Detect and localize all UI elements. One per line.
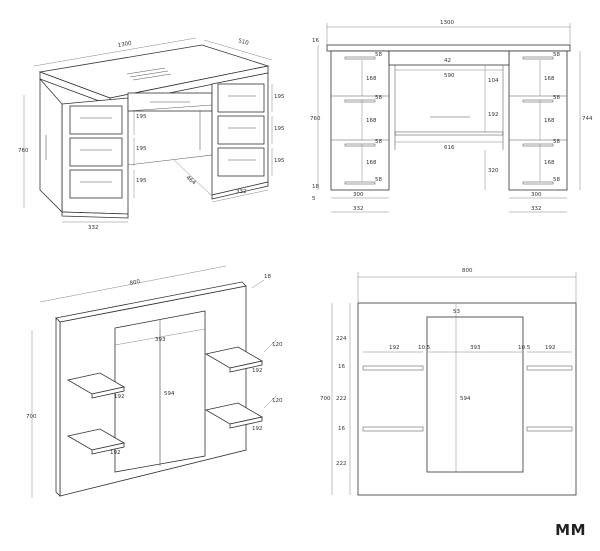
desk-front-handle-8: 58 [553,177,560,183]
desk-front-drawer-h-2: 168 [366,118,377,124]
shelf-front-width-label: 800 [462,268,473,274]
shelf-iso-shelf-depth-2: 120 [272,398,283,404]
desk-front-handle-1: 58 [375,52,382,58]
desk-iso-foot-width-label-2: 332 [236,189,247,195]
desk-front-drawer-h-1: 168 [366,76,377,82]
desk-iso-drawer-label-5: 195 [274,126,285,132]
desk-front-height-left-label: 760 [310,116,321,122]
desk-iso-drawer-label-3: 195 [136,178,147,184]
desk-front-ped-inner-right: 300 [531,192,542,198]
shelf-front-mid-label: 222 [336,396,347,402]
desk-front-top-thickness-label: 16 [312,38,319,44]
desk-front-handle-6: 58 [553,95,560,101]
shelf-iso-shelf-depth-1: 120 [272,342,283,348]
desk-iso-height-label: 760 [18,148,29,154]
shelf-iso-shelf-width-2: 192 [110,450,121,456]
desk-iso-drawer-label-1: 195 [136,114,147,120]
desk-front-ped-outer-right: 332 [531,206,542,212]
desk-isometric-view: 1300 510 760 195 195 195 195 195 195 332… [18,37,285,231]
desk-front-handle-3: 58 [375,139,382,145]
desk-front-knee-height-label: 320 [488,168,499,174]
desk-iso-foot-depth-label: 464 [185,175,197,187]
shelf-iso-width-label: 800 [129,279,141,287]
shelf-front-top-label: 224 [336,336,347,342]
shelf-front-mirror-width-label: 393 [470,345,481,351]
desk-front-width-label: 1300 [440,20,454,26]
brand-logo: MM [555,521,586,539]
desk-front-handle-4: 58 [375,177,382,183]
desk-front-handle-2: 58 [375,95,382,101]
desk-front-height-right-label: 744 [582,116,593,122]
shelf-front-shelf-width-left: 192 [389,345,400,351]
desk-front-ped-outer-left: 332 [353,206,364,212]
desk-front-drawer-h-4: 168 [544,76,555,82]
desk-iso-drawer-label-4: 195 [274,94,285,100]
desk-front-knee-width-label: 616 [444,145,455,151]
shelf-iso-shelf-width-4: 192 [252,426,263,432]
desk-front-drawer-h-6: 168 [544,160,555,166]
desk-front-plinth-label: 18 [312,184,319,190]
desk-front-handle-7: 58 [553,139,560,145]
desk-front-handle-5: 58 [553,52,560,58]
desk-front-drawer-h-5: 168 [544,118,555,124]
desk-front-center-right-label: 104 [488,78,499,84]
shelf-iso-mirror-height-label: 594 [164,391,175,397]
shelf-iso-mirror-width-label: 393 [155,337,166,343]
shelf-front-height-label: 700 [320,396,331,402]
shelf-front-gap-label: 53 [453,309,460,315]
desk-front-knee-top-label: 192 [488,112,499,118]
shelf-front-bottom-label: 222 [336,461,347,467]
desk-front-center-height-label: 42 [444,58,451,64]
shelf-front-view: 800 53 224 16 222 16 222 700 192 10.5 39… [320,268,577,496]
shelf-front-side-gap-left: 10.5 [418,345,431,351]
desk-iso-width-label: 1300 [117,41,132,49]
desk-iso-foot-width-label: 332 [88,225,99,231]
shelf-front-mirror-height-label: 594 [460,396,471,402]
desk-front-view: 1300 16 760 744 168 168 168 168 168 168 … [310,20,593,213]
shelf-iso-thickness-label: 18 [264,274,271,280]
shelf-iso-shelf-width-3: 192 [252,368,263,374]
shelf-iso-height-label: 700 [26,414,37,420]
desk-iso-drawer-label-2: 195 [136,146,147,152]
shelf-front-thickness-1: 16 [338,364,345,370]
desk-iso-depth-label: 510 [237,38,249,47]
shelf-front-thickness-2: 16 [338,426,345,432]
shelf-isometric-view: 800 18 700 393 594 192 192 192 192 120 1… [26,265,283,498]
shelf-iso-shelf-width-1: 192 [114,394,125,400]
desk-front-ped-inner-left: 300 [353,192,364,198]
desk-front-bottom-label: 5 [312,196,316,202]
desk-iso-drawer-label-6: 195 [274,158,285,164]
desk-front-center-width-label: 590 [444,73,455,79]
shelf-front-shelf-width-right: 192 [545,345,556,351]
desk-front-drawer-h-3: 168 [366,160,377,166]
shelf-front-side-gap-right: 10.5 [518,345,531,351]
